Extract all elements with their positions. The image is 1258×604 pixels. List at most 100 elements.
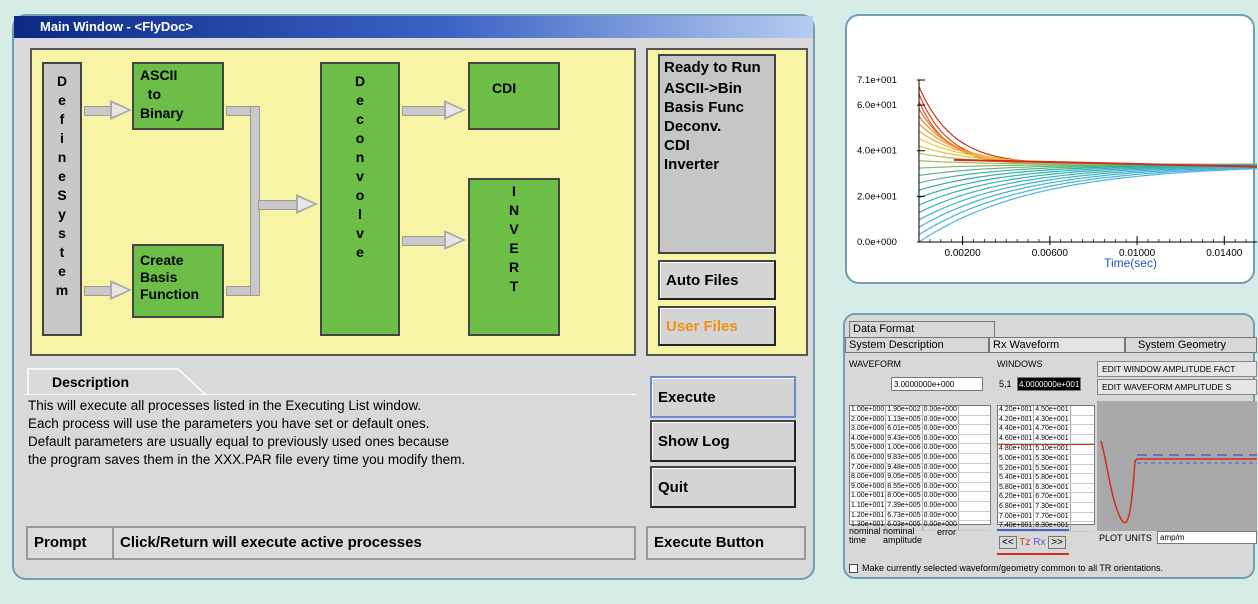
table-cell: 3.00e+000 [851,425,887,434]
decay-series-line [918,108,1257,165]
checkbox[interactable] [849,563,858,573]
execute-button[interactable]: Execute [650,376,796,418]
table-cell: 0.00e+000 [923,444,959,453]
tab-system-geometry[interactable]: System Geometry [1125,337,1257,352]
col-nominal-amplitude: nominal amplitude [883,526,923,545]
table-cell: 6.01e+005 [887,425,923,434]
table-cell: 7.00e+000 [851,463,887,473]
windows-value-field[interactable] [1017,377,1081,391]
table-cell: 6.73e+005 [887,511,923,521]
waveform-value-field[interactable] [891,377,983,391]
tz-label[interactable]: Tz [1019,537,1031,548]
table-cell: 7.40e+001 [999,522,1035,531]
table-cell: 0.00e+000 [923,434,959,444]
tab-system-description[interactable]: System Description [845,337,989,352]
show-log-button[interactable]: Show Log [650,420,796,462]
deconvolve-box[interactable]: D e c o n v o l v e [320,62,400,336]
table-cell: 4.20e+001 [999,415,1035,425]
table-cell: 6.30e+001 [1035,483,1071,493]
next-button[interactable]: >> [1048,536,1066,549]
table-cell: 5.80e+001 [1035,474,1071,483]
table-cell: 0.00e+000 [923,492,959,501]
ready-item[interactable]: CDI [664,137,690,154]
ready-item[interactable]: Inverter [664,156,720,173]
ascii-to-binary-box[interactable]: ASCII to Binary [132,62,224,130]
common-checkbox-row[interactable]: Make currently selected waveform/geometr… [849,563,1163,573]
tx-rx-navigation: << Tz Rx >> [999,536,1066,549]
prev-button[interactable]: << [999,536,1017,549]
description-tab[interactable] [27,368,208,396]
rx-label[interactable]: Rx [1033,537,1046,548]
table-cell: 2.00e+000 [851,415,887,425]
ready-item[interactable]: ASCII->Bin [664,80,742,97]
edit-waveform-amplitude-button[interactable]: EDIT WAVEFORM AMPLITUDE S [1097,379,1257,395]
table-cell: 1.13e+005 [887,415,923,425]
decay-series-line [918,165,1258,221]
col-error: error [937,527,957,537]
invert-box[interactable]: I N V E R T [468,178,560,336]
auto-files-button[interactable]: Auto Files [658,260,776,300]
tab-data-format[interactable]: Data Format [849,321,995,337]
table-cell: 0.00e+000 [923,482,959,492]
x-tick-label: 0.00600 [1032,248,1069,259]
table-cell: 5.80e+001 [999,483,1035,493]
x-tick-label: 0.00200 [945,248,982,259]
ready-item[interactable]: Deconv. [664,118,722,135]
edit-window-amplitude-button[interactable]: EDIT WINDOW AMPLITUDE FACT [1097,361,1257,377]
user-files-button[interactable]: User Files [658,306,776,346]
converged-line [953,158,1258,168]
decay-series-line [918,166,1258,228]
table-cell: 1.00e+001 [851,492,887,501]
table-cell: 5.10e+001 [1035,445,1071,454]
prompt-bar: Prompt Click/Return will execute active … [26,526,636,560]
ready-item[interactable]: Basis Func [664,99,745,116]
tab-rx-waveform[interactable]: Rx Waveform [989,337,1125,352]
table-cell: 7.30e+001 [1035,502,1071,512]
plot-units-field[interactable] [1157,531,1257,544]
table-cell: 0.00e+000 [923,511,959,521]
waveform-plot [1097,401,1257,531]
x-tick-label: 0.01000 [1119,248,1156,259]
ready-to-run-list[interactable]: Ready to Run ASCII->Bin Basis Func Decon… [658,54,776,254]
create-basis-function-box[interactable]: Create Basis Function [132,244,224,318]
decay-series-line [918,167,1258,236]
rx-waveform-window: Data Format System Description Rx Wavefo… [843,313,1257,579]
decay-series-line [918,165,1258,213]
quit-button[interactable]: Quit [650,466,796,508]
table-cell: 5.40e+001 [999,474,1035,483]
table-cell: 4.20e+001 [999,406,1035,415]
cdi-box[interactable]: CDI [468,62,560,130]
y-tick-label: 0.0e+000 [857,237,897,248]
define-system-box[interactable]: D e f i n e S y s t e m [42,62,82,336]
table-cell: 7.00e+001 [999,512,1035,522]
